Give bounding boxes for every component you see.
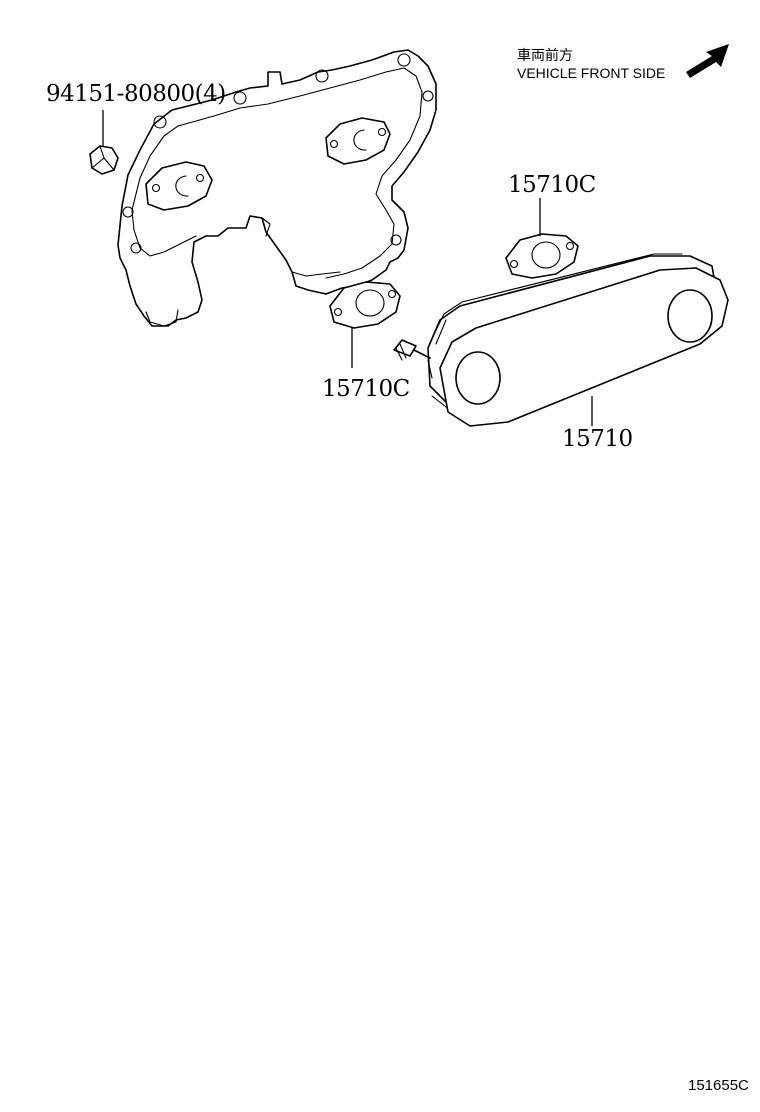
arrow-up-right-icon [686,44,729,78]
oil-cooler-part-number: 15710 [562,426,633,452]
bolt [89,110,119,175]
gasket-lower [329,281,401,368]
bolt-part-number: 94151-80800(4) [46,81,226,107]
orientation-note: 車両前方 VEHICLE FRONT SIDE [517,44,729,81]
oil-cooler [393,253,729,427]
engine-cover-housing [117,49,437,327]
gasket-lower-part-number: 15710C [322,376,410,402]
gasket-upper-part-number: 15710C [508,172,596,198]
gasket-upper [505,198,579,279]
orientation-label-en: VEHICLE FRONT SIDE [517,65,665,81]
orientation-label-jp: 車両前方 [517,47,573,64]
illustration-code: 151655C [688,1077,749,1094]
